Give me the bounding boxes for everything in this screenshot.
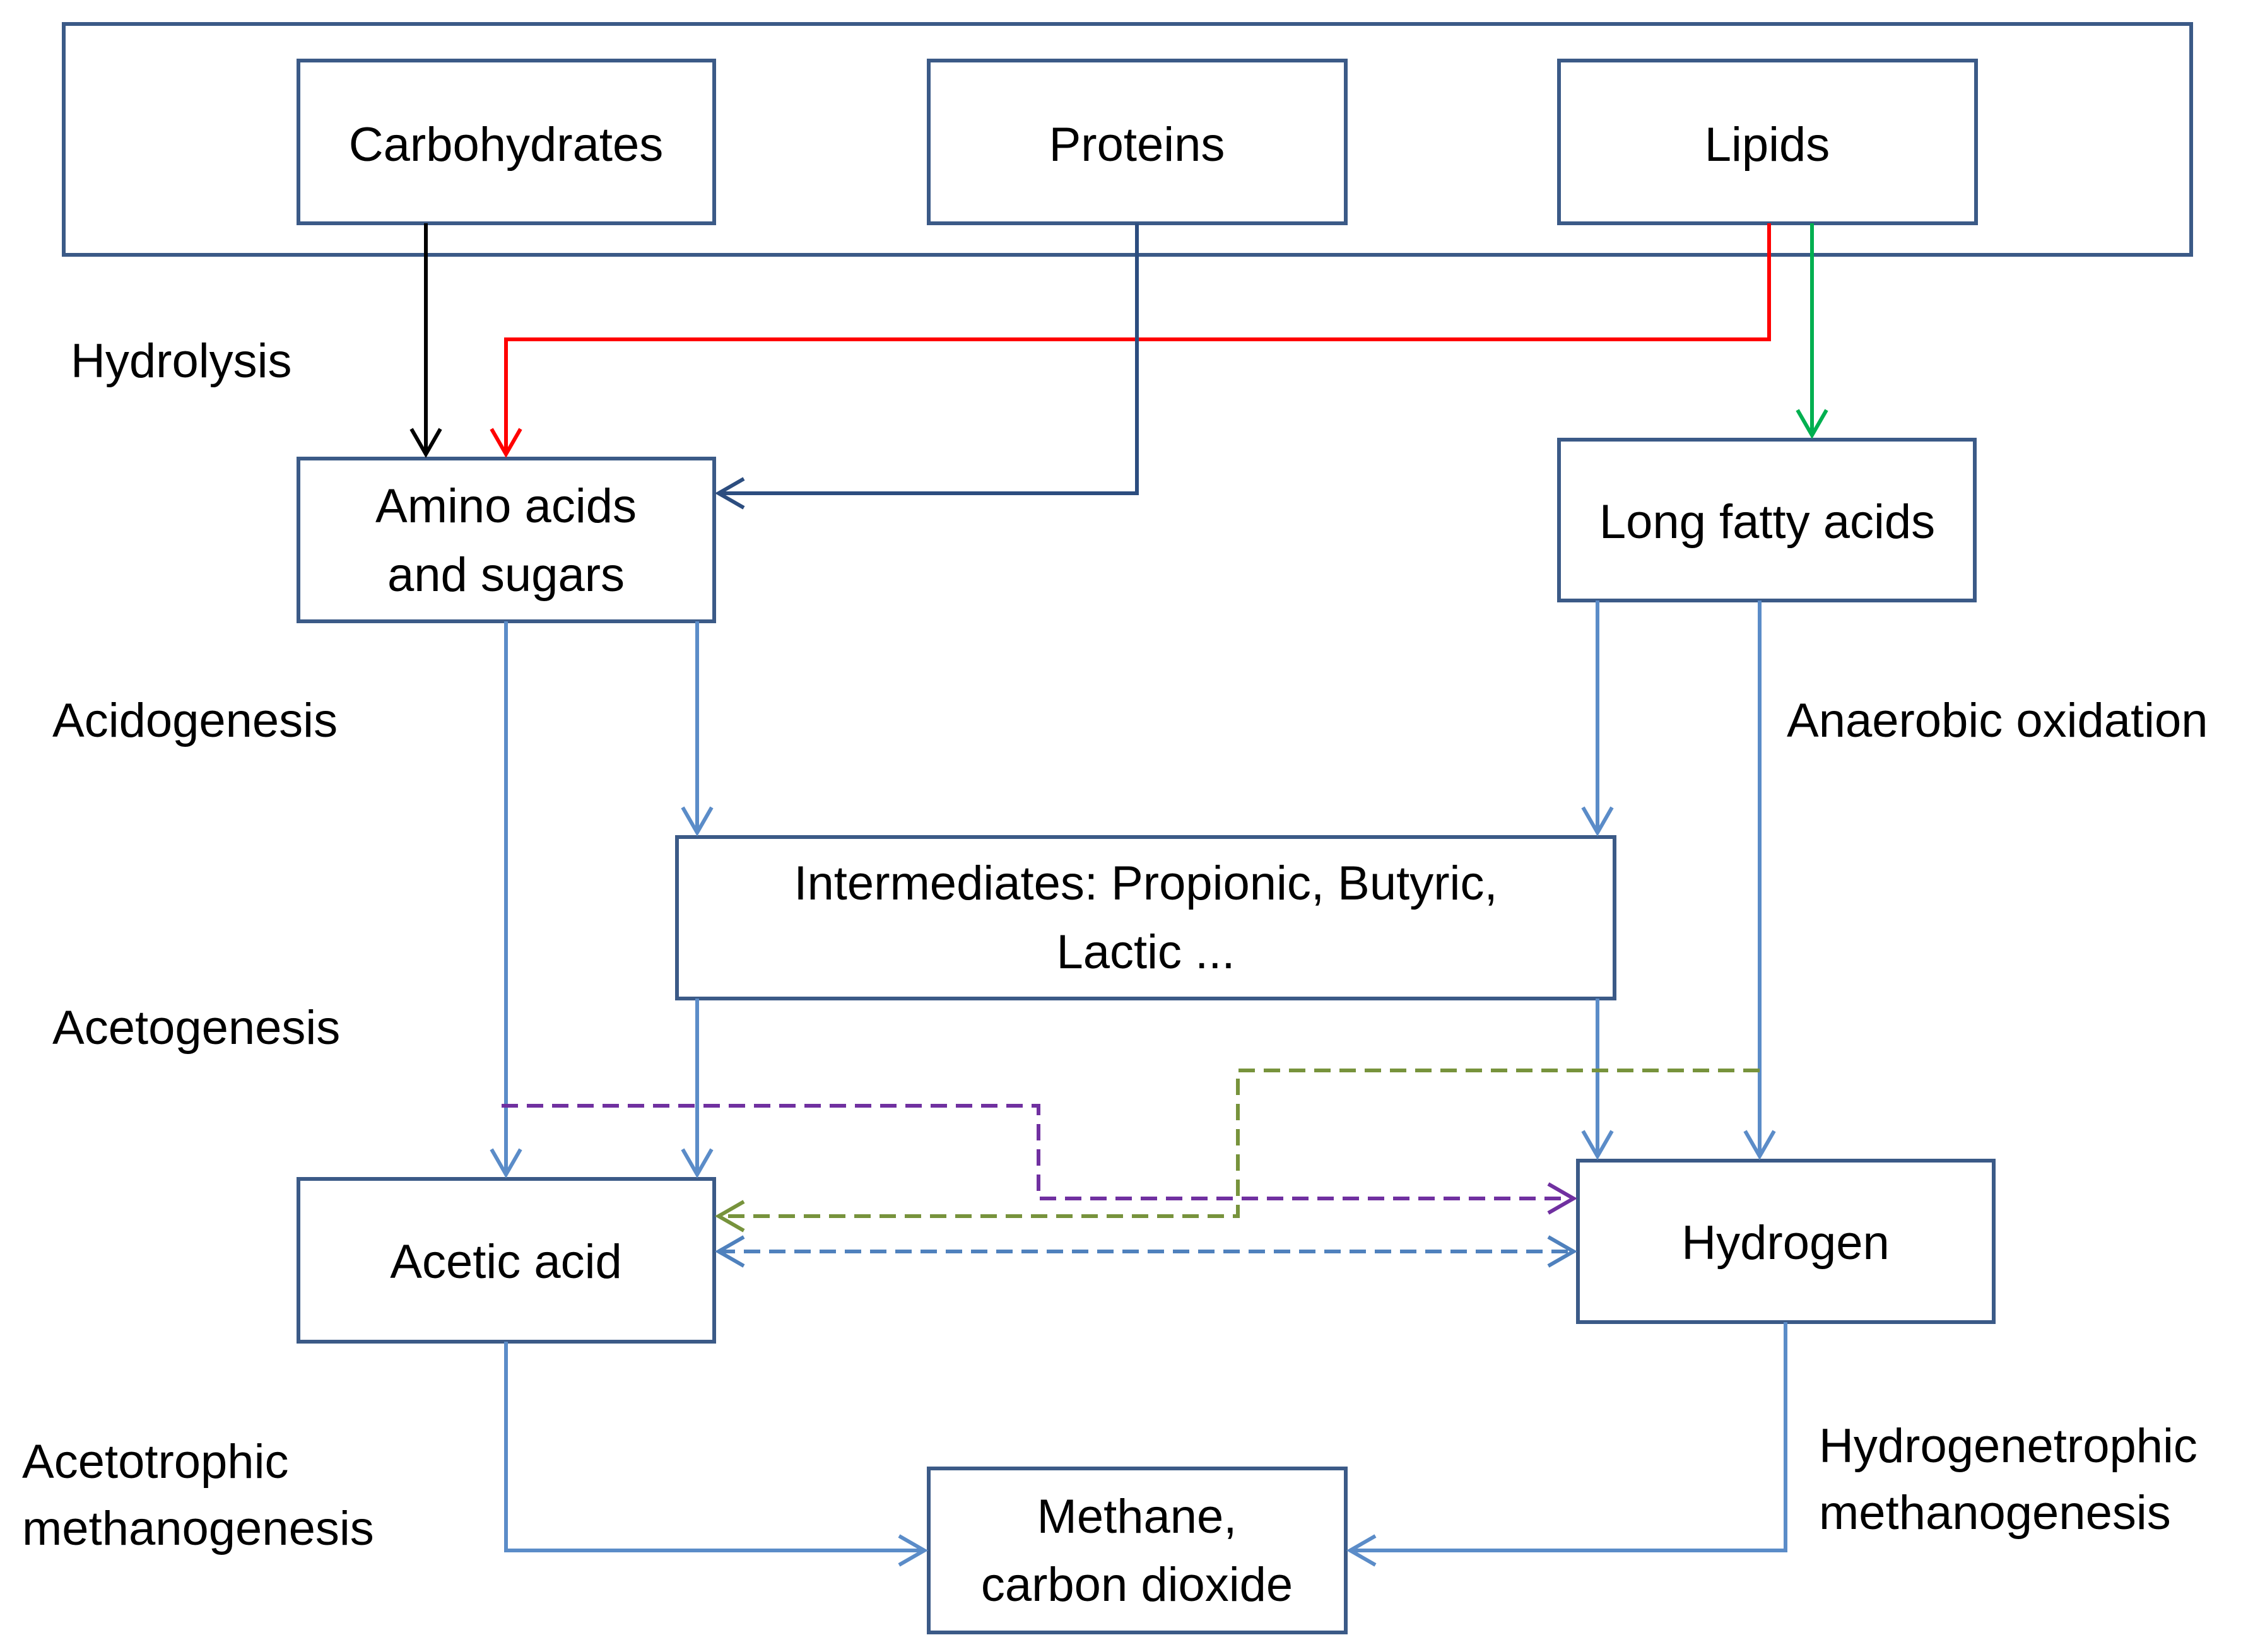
- hydrogen-label: Hydrogen: [1681, 1216, 1890, 1270]
- lipids-label: Lipids: [1705, 118, 1830, 172]
- stage-acetogenesis: Acetogenesis: [52, 1001, 340, 1055]
- amino-acids-label-line1: Amino acids: [375, 479, 637, 533]
- stage-acetotrophic-line2: methanogenesis: [22, 1502, 374, 1555]
- arrowhead-carbohydrates: [409, 428, 442, 459]
- stage-acetotrophic-line1: Acetotrophic: [22, 1435, 288, 1489]
- stage-hydrogenetrophic-line1: Hydrogenetrophic: [1819, 1419, 2197, 1473]
- arrowhead-hydrogen-to-methane: [1346, 1534, 1377, 1567]
- dashed-acetic-to-hydrogen-purple: [502, 1104, 1574, 1200]
- arrow-acetic-to-methane: [504, 1342, 924, 1552]
- arrowhead-amino-to-intermediates: [681, 806, 714, 837]
- arrowhead-olive: [714, 1200, 745, 1233]
- acetic-acid-label: Acetic acid: [390, 1235, 622, 1289]
- amino-acids-label-line2: and sugars: [387, 548, 625, 602]
- long-fatty-acids-box: [1557, 438, 1977, 602]
- intermediates-label-line1: Intermediates: Propionic, Butyric,: [794, 857, 1497, 910]
- lipids-box: [1557, 59, 1978, 225]
- intermediates-label-line2: Lactic ...: [1057, 925, 1235, 979]
- arrowhead-intermediates-to-acetic: [681, 1148, 714, 1179]
- dashed-hydrogen-to-acetic-olive: [719, 1069, 1760, 1218]
- proteins-label: Proteins: [1049, 118, 1225, 172]
- methane-label-line1: Methane,: [1037, 1490, 1237, 1544]
- intermediates-box: [675, 835, 1616, 1000]
- methane-box: [927, 1467, 1348, 1634]
- acetic-acid-box: [297, 1177, 716, 1344]
- arrowhead-amino-to-acetic: [490, 1148, 522, 1179]
- arrowhead-acetic-to-methane: [898, 1534, 929, 1567]
- carbohydrates-box: [297, 59, 716, 225]
- carbohydrates-label: Carbohydrates: [349, 118, 664, 172]
- arrowhead-lipids-red: [490, 428, 522, 459]
- stage-acidogenesis: Acidogenesis: [52, 694, 338, 747]
- arrowhead-purple: [1547, 1182, 1578, 1215]
- arrowhead-lfa-to-hydrogen: [1743, 1130, 1776, 1161]
- stage-hydrolysis: Hydrolysis: [71, 334, 292, 388]
- stage-hydrogenetrophic-line2: methanogenesis: [1819, 1486, 2171, 1540]
- stage-anaerobic-oxidation: Anaerobic oxidation: [1787, 694, 2208, 747]
- arrowhead-intermediates-to-hydrogen: [1581, 1130, 1614, 1161]
- arrow-proteins-to-amino-acids: [719, 223, 1139, 495]
- long-fatty-acids-label: Long fatty acids: [1599, 495, 1935, 549]
- arrowhead-lipids-green: [1796, 409, 1828, 440]
- methane-label-line2: carbon dioxide: [981, 1558, 1293, 1612]
- arrowhead-proteins: [714, 477, 745, 510]
- proteins-box: [927, 59, 1348, 225]
- arrowhead-lfa-to-intermediates: [1581, 806, 1614, 837]
- arrowhead-blue-left: [714, 1235, 745, 1268]
- arrow-hydrogen-to-methane: [1350, 1322, 1787, 1552]
- arrowhead-blue-right: [1547, 1235, 1578, 1268]
